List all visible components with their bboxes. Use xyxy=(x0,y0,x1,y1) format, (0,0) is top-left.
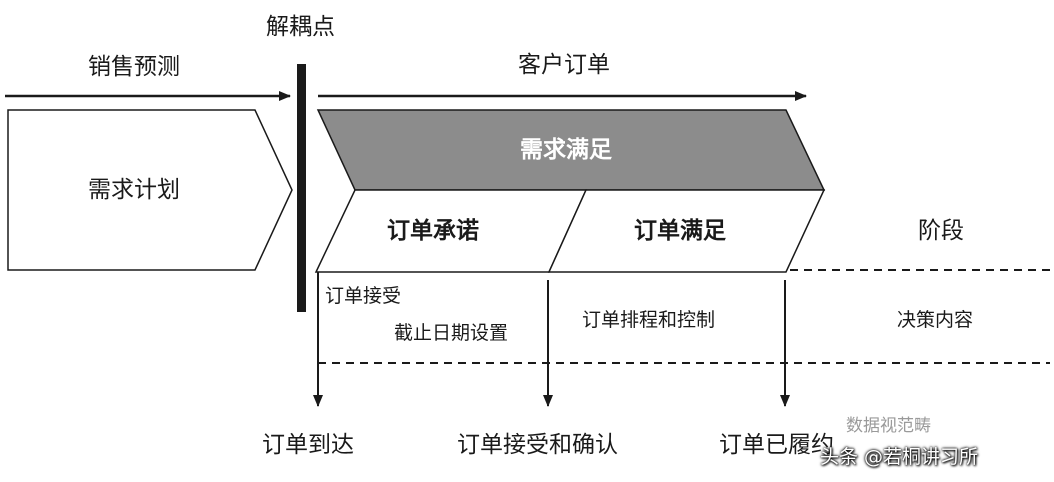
order-scheduling-label: 订单排程和控制 xyxy=(582,309,716,331)
demand-planning-chevron xyxy=(7,109,293,271)
demand-planning-label: 需求计划 xyxy=(88,177,180,203)
watermark-source: 头条 @若桐讲习所 xyxy=(820,446,979,468)
stage-label: 阶段 xyxy=(918,218,964,244)
order-fulfillment-label: 订单满足 xyxy=(634,218,726,244)
sales-forecast-label: 销售预测 xyxy=(88,54,180,80)
decoupling-bar xyxy=(297,64,306,312)
order-acceptance-label: 订单接受 xyxy=(325,285,402,307)
decision-content-label: 决策内容 xyxy=(897,309,974,331)
order-arrival-label: 订单到达 xyxy=(262,432,354,458)
customer-order-label: 客户订单 xyxy=(518,52,610,78)
cutoff-date-label: 截止日期设置 xyxy=(394,322,509,344)
order-fulfilled-label: 订单已履约 xyxy=(719,432,834,458)
order-accept-confirm-label: 订单接受和确认 xyxy=(457,432,618,458)
decoupling-point-label: 解耦点 xyxy=(266,14,335,40)
order-fulfillment-chevron xyxy=(547,189,826,273)
demand-fulfillment-label: 需求满足 xyxy=(520,137,612,163)
watermark-faint: 数据视范畴 xyxy=(846,416,931,436)
order-commitment-label: 订单承诺 xyxy=(387,218,479,244)
